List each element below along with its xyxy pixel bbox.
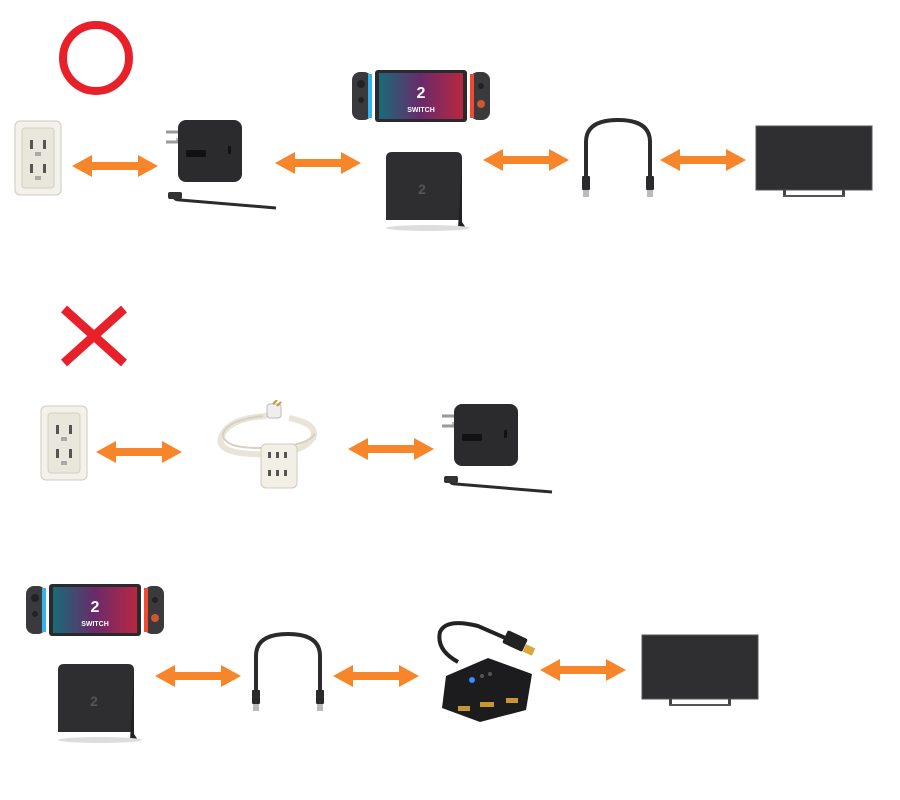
tv-image [755, 125, 873, 199]
switch-2-console-image: 2 SWITCH [24, 582, 166, 638]
ac-adapter-image [164, 118, 278, 210]
double-arrow-icon [348, 437, 434, 461]
power-strip-image [215, 400, 323, 492]
logo-number: 2 [417, 85, 426, 102]
tv-image [641, 634, 759, 708]
logo-product: SWITCH [407, 107, 435, 114]
hdmi-cable-image [576, 116, 660, 200]
double-arrow-icon [333, 664, 419, 688]
switch-2-console-image: 2 SWITCH [350, 68, 492, 124]
hdmi-cable-image [246, 630, 330, 714]
hdmi-switcher-image [428, 610, 540, 722]
ac-adapter-image [440, 402, 554, 494]
double-arrow-icon [275, 151, 361, 175]
switch-2-dock-image: 2 [50, 662, 142, 744]
wall-outlet-image [40, 405, 88, 481]
double-arrow-icon [155, 664, 241, 688]
circle-ok-icon [59, 21, 133, 95]
double-arrow-icon [540, 658, 626, 682]
double-arrow-icon [660, 148, 746, 172]
dock-logo-number: 2 [418, 181, 426, 197]
logo-number: 2 [91, 599, 100, 616]
switch-2-dock-image: 2 [378, 150, 470, 232]
double-arrow-icon [72, 154, 158, 178]
wall-outlet-image [14, 120, 62, 196]
double-arrow-icon [96, 440, 182, 464]
dock-logo-number: 2 [90, 693, 98, 709]
double-arrow-icon [483, 148, 569, 172]
cross-ng-icon [60, 305, 128, 367]
logo-product: SWITCH [81, 621, 109, 628]
